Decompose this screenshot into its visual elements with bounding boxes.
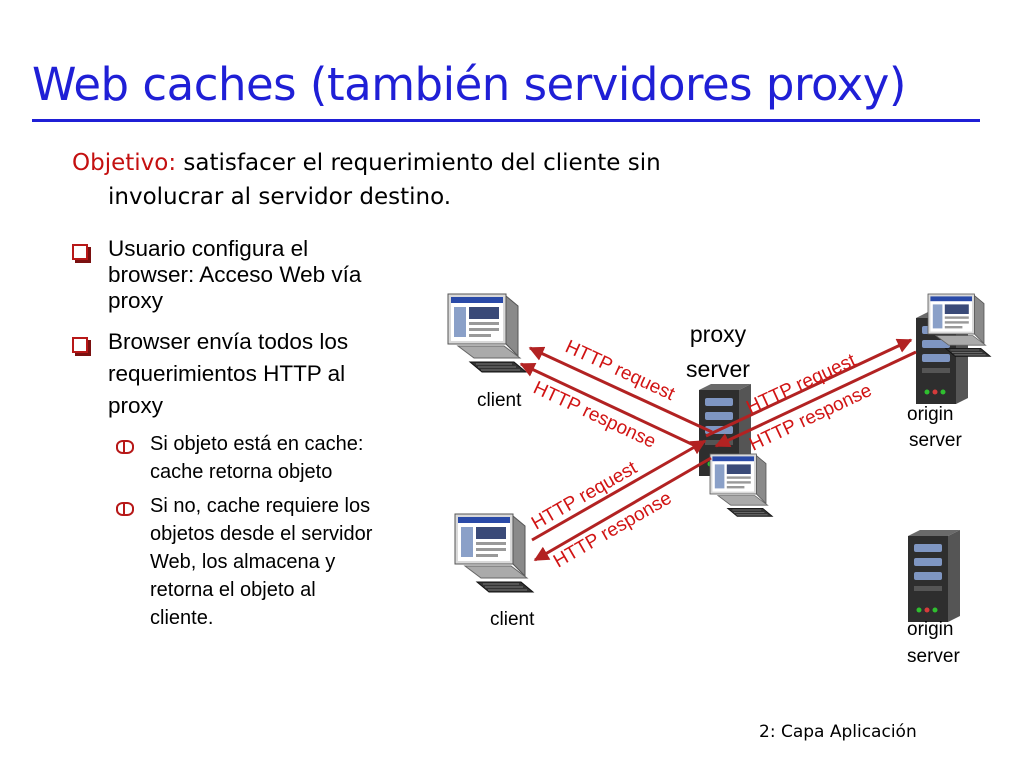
origin-top-label-line2: server xyxy=(909,430,962,451)
bullet-item: Browser envía todos los requerimientos H… xyxy=(70,326,440,422)
slide-title: Web caches (también servidores proxy) xyxy=(32,58,906,111)
subbullet-line: retorna el objeto al xyxy=(150,579,316,601)
subbullet-item: Si no, cache requiere los objetos desde … xyxy=(70,492,440,632)
computer-icon xyxy=(447,293,527,373)
proxy-label-line2: server xyxy=(686,356,750,382)
bullet-line: Browser envía todos los xyxy=(108,329,349,354)
objective-text-line2: involucrar al servidor destino. xyxy=(108,184,452,210)
subbullet-item: Si objeto está en cache: cache retorna o… xyxy=(70,430,440,486)
subbullet-line: Si objeto está en cache: xyxy=(150,433,364,455)
origin-bottom-label-line1: origin xyxy=(907,619,953,640)
subbullet-line: cache retorna objeto xyxy=(150,461,333,483)
http-request-arrow-client2-to-proxy xyxy=(531,439,707,542)
bullet-line: proxy xyxy=(108,288,164,313)
proxy-label-line1: proxy xyxy=(690,321,747,347)
client-bottom-label: client xyxy=(490,609,535,630)
square-bullet-icon xyxy=(72,337,88,353)
origin-bottom-label-line2: server xyxy=(907,646,960,667)
client-top-label: client xyxy=(477,390,522,411)
bullet-line: Usuario configura el xyxy=(108,236,309,261)
origin-server-bottom-node xyxy=(908,530,960,622)
http-response-arrow-proxy-to-client2 xyxy=(533,456,712,562)
origin-server-top-node xyxy=(916,293,991,404)
bullet-list: Usuario configura el browser: Acceso Web… xyxy=(70,236,440,638)
http-response-arrow-proxy-to-client xyxy=(519,362,701,450)
bullet-line: browser: Acceso Web vía xyxy=(108,262,362,287)
bullet-item: Usuario configura el browser: Acceso Web… xyxy=(70,236,440,314)
origin-top-label-line1: origin xyxy=(907,404,953,425)
subbullet-line: cliente. xyxy=(150,607,214,629)
objective: Objetivo: satisfacer el requerimiento de… xyxy=(72,146,812,214)
bullet-line: proxy xyxy=(108,393,164,418)
server-icon xyxy=(908,530,960,622)
bullet-line: requerimientos HTTP al xyxy=(108,361,346,386)
client-bottom xyxy=(454,513,534,593)
subbullet-line: Si no, cache requiere los xyxy=(150,495,371,517)
sub-bullet-icon xyxy=(116,502,134,516)
title-underline xyxy=(32,119,980,122)
http-request-arrow-client-to-proxy xyxy=(528,346,713,434)
square-bullet-icon xyxy=(72,244,88,260)
slide-footer: 2: Capa Aplicación xyxy=(759,722,917,742)
http-response-arrow-origin-to-proxy xyxy=(714,350,917,448)
sub-bullet-icon xyxy=(116,440,134,454)
computer-icon xyxy=(709,453,773,517)
objective-text-line1: satisfacer el requerimiento del cliente … xyxy=(176,150,661,176)
subbullet-line: objetos desde el servidor xyxy=(150,523,373,545)
computer-icon xyxy=(454,513,534,593)
objective-label: Objetivo: xyxy=(72,150,177,176)
subbullet-line: Web, los almacena y xyxy=(150,551,336,573)
http-request-arrow-proxy-to-origin xyxy=(705,338,913,438)
client-top xyxy=(447,293,527,373)
